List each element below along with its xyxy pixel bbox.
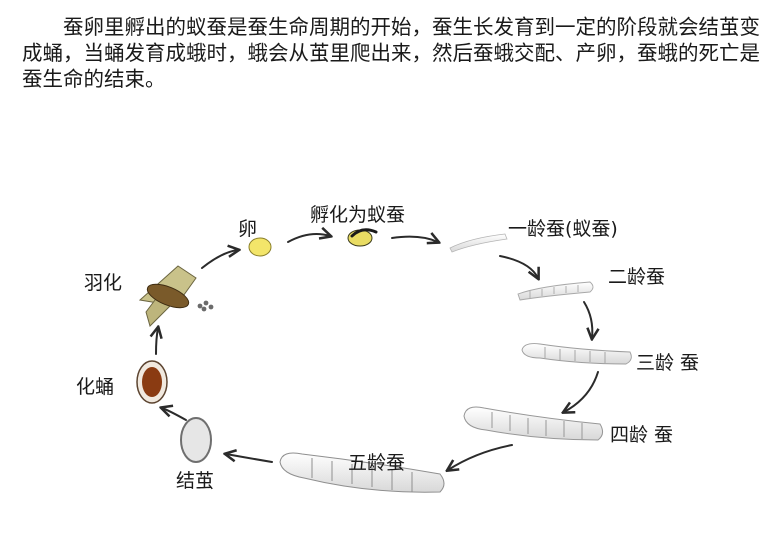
arrow-instar1-to-instar2 bbox=[499, 255, 538, 278]
arrow-cocoon-to-pupa bbox=[162, 408, 187, 421]
arrow-egg-to-hatch bbox=[287, 234, 330, 243]
cocoon-image bbox=[180, 417, 212, 463]
arrow-moth-to-egg bbox=[201, 250, 238, 269]
hatching-larva-image bbox=[347, 228, 378, 247]
arrow-instar2-to-instar3 bbox=[583, 301, 592, 338]
instar3-larva-image bbox=[521, 343, 632, 365]
arrow-hatch-to-instar1 bbox=[391, 237, 438, 242]
arrow-instar5-to-cocoon bbox=[226, 454, 273, 463]
arrow-pupa-to-moth bbox=[156, 328, 158, 355]
label-pupa: 化蛹 bbox=[76, 376, 115, 398]
label-instar5: 五龄蚕 bbox=[348, 452, 406, 474]
instar1-larva-image bbox=[449, 233, 508, 253]
label-instar2: 二龄蚕 bbox=[608, 266, 666, 288]
intro-paragraph: 蚕卵里孵出的蚁蚕是蚕生命周期的开始，蚕生长发育到一定的阶段就会结茧变成蛹，当蛹发… bbox=[22, 15, 760, 91]
label-instar4: 四龄 蚕 bbox=[610, 424, 674, 446]
egg-image bbox=[248, 237, 272, 257]
label-hatch: 孵化为蚁蚕 bbox=[310, 204, 406, 226]
moth-image bbox=[138, 265, 214, 327]
label-egg: 卵 bbox=[238, 218, 258, 240]
label-instar3: 三龄 蚕 bbox=[636, 352, 700, 374]
instar2-larva-image bbox=[517, 281, 594, 301]
instar5-larva-image bbox=[279, 452, 445, 493]
pupa-image bbox=[136, 360, 168, 404]
label-instar1: 一龄蚕(蚁蚕) bbox=[508, 218, 618, 240]
cycle-arrows bbox=[156, 234, 598, 470]
label-cocoon: 结茧 bbox=[176, 470, 215, 492]
instar4-larva-image bbox=[463, 406, 604, 441]
arrow-instar4-to-instar5 bbox=[448, 444, 513, 470]
label-emerge: 羽化 bbox=[84, 272, 123, 294]
arrow-instar3-to-instar4 bbox=[564, 371, 599, 412]
